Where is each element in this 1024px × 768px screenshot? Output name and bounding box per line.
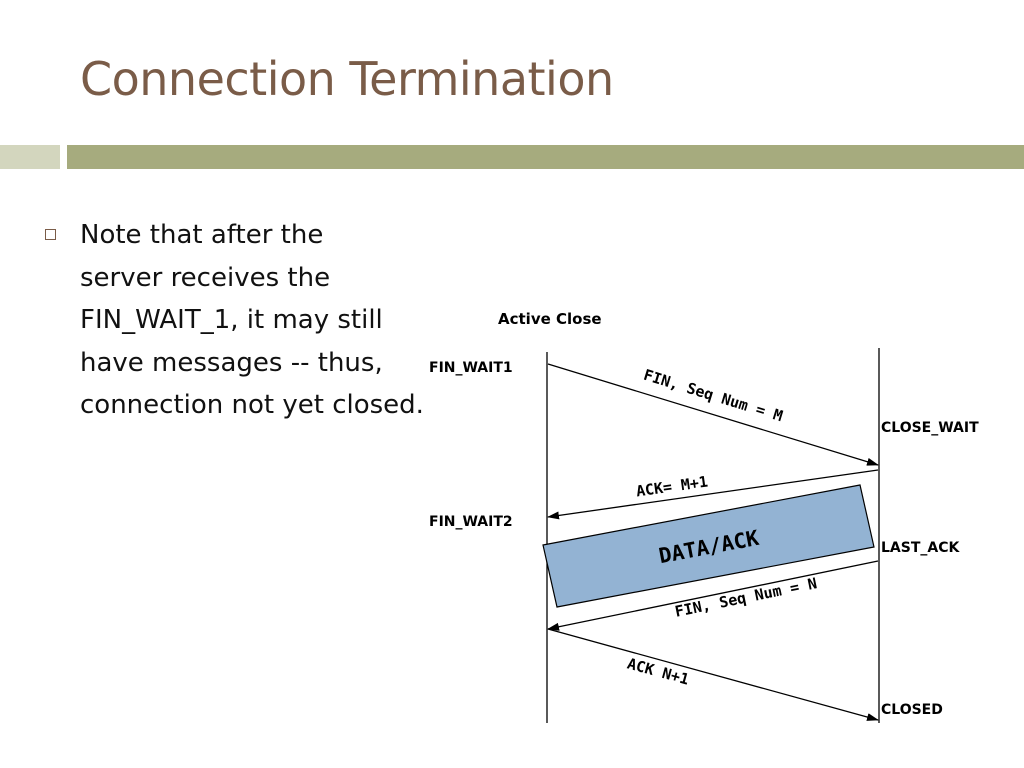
bullet-line: Note that after the: [80, 220, 324, 250]
ack-n1-arrow: [547, 628, 879, 721]
active-close-label: Active Close: [498, 310, 602, 328]
bullet-line: FIN_WAIT_1, it may still: [80, 305, 383, 335]
state-closed: CLOSED: [881, 702, 943, 718]
state-fin-wait1: FIN_WAIT1: [429, 360, 513, 376]
state-last-ack: LAST_ACK: [881, 540, 960, 556]
bullet-paragraph: Note that after the server receives the …: [80, 214, 450, 427]
bullet-line: connection not yet closed.: [80, 390, 424, 420]
fin-m-arrow: [547, 363, 879, 466]
data-ack-box: [542, 484, 875, 608]
message-fin-m: FIN, Seq Num = M: [641, 366, 784, 425]
state-fin-wait2: FIN_WAIT2: [429, 514, 513, 530]
state-close-wait: CLOSE_WAIT: [881, 420, 979, 436]
fin-n-arrow: [547, 560, 879, 631]
bullet-line: have messages -- thus,: [80, 347, 383, 378]
ack-m1-arrow: [547, 469, 879, 520]
header-band-dark: [67, 145, 1024, 169]
header-band-light: [0, 145, 60, 169]
page-title: Connection Termination: [80, 52, 614, 106]
bullet-square-icon: [45, 229, 56, 240]
bullet-line: server receives the: [80, 262, 331, 293]
